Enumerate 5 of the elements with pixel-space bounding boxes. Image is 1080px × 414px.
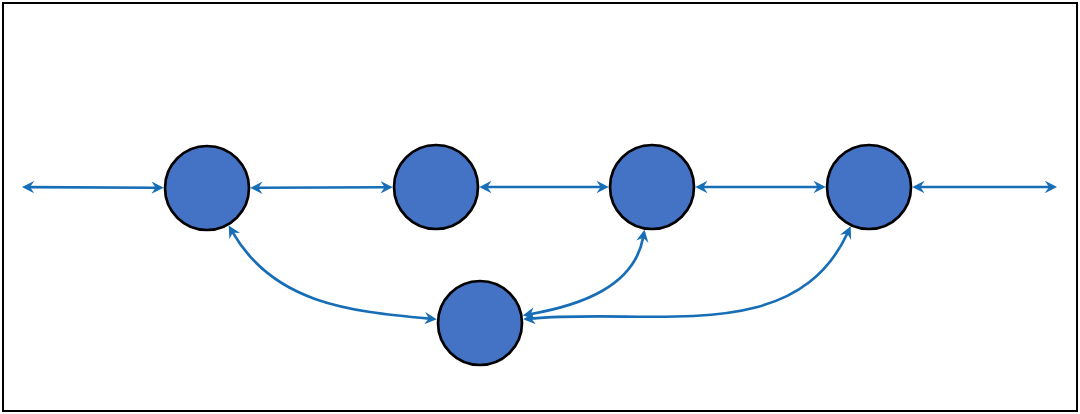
circle-node	[392, 143, 480, 231]
circle-node	[825, 143, 913, 231]
circle-node	[163, 144, 251, 232]
circle-node	[608, 143, 696, 231]
circle-node	[436, 279, 524, 367]
